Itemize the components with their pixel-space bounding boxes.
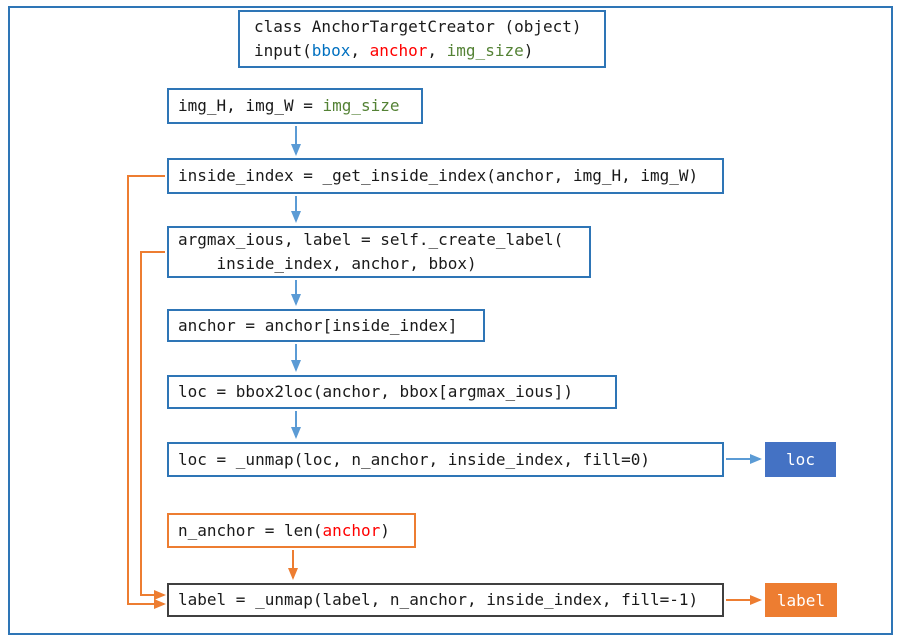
loc-unmap-box: loc = _unmap(loc, n_anchor, inside_index… bbox=[167, 442, 724, 477]
arg-bbox: bbox bbox=[311, 41, 351, 60]
code-line: anchor = anchor[inside_index] bbox=[178, 315, 458, 335]
label-output-label: label bbox=[776, 590, 826, 610]
bbox2loc-box: loc = bbox2loc(anchor, bbox[argmax_ious]… bbox=[167, 375, 617, 409]
code-line: loc = bbox2loc(anchor, bbox[argmax_ious]… bbox=[178, 382, 573, 401]
anchor-filter-box: anchor = anchor[inside_index] bbox=[167, 309, 485, 342]
code-line: argmax_ious, label = self._create_label( bbox=[178, 230, 564, 249]
code-line: loc = _unmap(loc, n_anchor, inside_index… bbox=[178, 449, 651, 469]
code-line: inside_index, anchor, bbox) bbox=[178, 254, 477, 273]
outer-frame bbox=[8, 6, 893, 635]
class-def-line: class AnchorTargetCreator (object) bbox=[254, 17, 582, 36]
input-sep1: , bbox=[350, 41, 370, 60]
arg-img-size: img_size bbox=[446, 41, 524, 60]
arg-anchor: anchor bbox=[369, 41, 428, 60]
img-size-arg: img_size bbox=[322, 96, 400, 115]
loc-output-tag: loc bbox=[765, 442, 836, 477]
img-size-prefix: img_H, img_W = bbox=[178, 96, 323, 115]
code-line: inside_index = _get_inside_index(anchor,… bbox=[178, 166, 699, 185]
class-header-box: class AnchorTargetCreator (object) input… bbox=[238, 10, 606, 68]
n-anchor-arg: anchor bbox=[322, 520, 381, 540]
label-output-tag: label bbox=[765, 583, 837, 617]
input-sep2: , bbox=[427, 41, 447, 60]
loc-output-label: loc bbox=[786, 450, 815, 469]
code-line: n_anchor = len(anchor) bbox=[178, 519, 414, 543]
img-size-box: img_H, img_W = img_size bbox=[167, 88, 423, 124]
n-anchor-box: n_anchor = len(anchor) bbox=[167, 513, 416, 548]
code-line: img_H, img_W = img_size bbox=[178, 94, 421, 118]
inside-index-box: inside_index = _get_inside_index(anchor,… bbox=[167, 158, 724, 194]
n-anchor-suffix: ) bbox=[380, 520, 390, 540]
create-label-box: argmax_ious, label = self._create_label(… bbox=[167, 226, 591, 278]
input-prefix: input( bbox=[254, 41, 312, 60]
code-line: label = _unmap(label, n_anchor, inside_i… bbox=[178, 590, 699, 609]
n-anchor-prefix: n_anchor = len( bbox=[178, 520, 323, 540]
input-args-line: input(bbox, anchor, img_size) bbox=[254, 39, 604, 63]
label-unmap-box: label = _unmap(label, n_anchor, inside_i… bbox=[167, 583, 724, 617]
input-suffix: ) bbox=[523, 41, 534, 60]
